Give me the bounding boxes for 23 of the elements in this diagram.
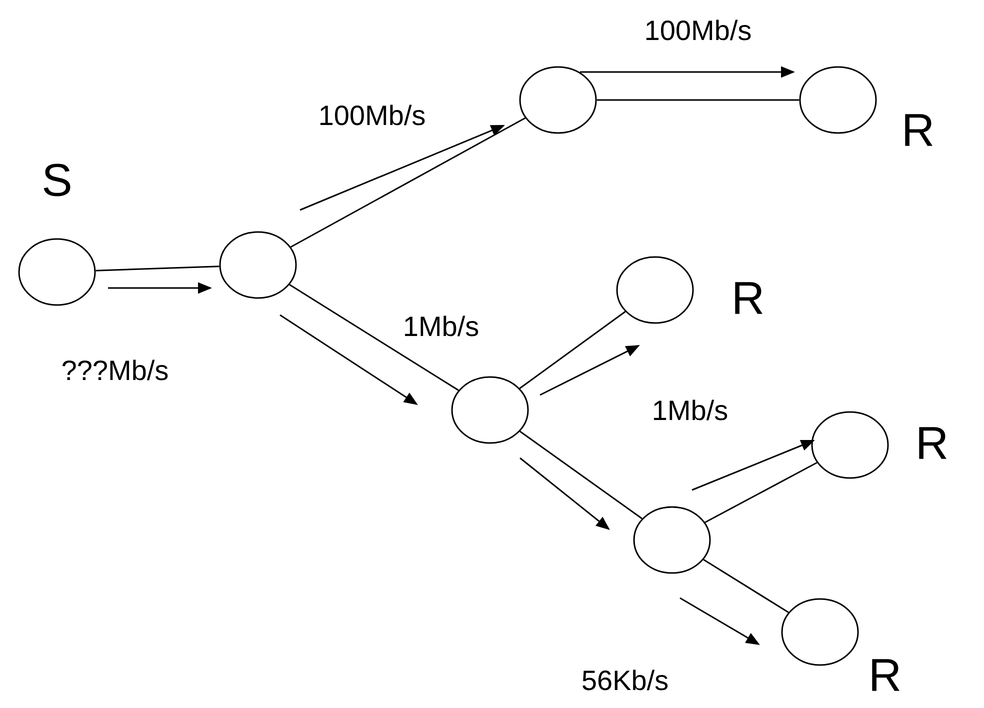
node-label: R bbox=[905, 114, 932, 146]
link-line bbox=[704, 462, 818, 524]
edge-label: 56Kb/s bbox=[582, 670, 668, 690]
edge-label: 1Mb/s bbox=[405, 316, 478, 336]
node-label: R bbox=[872, 659, 900, 691]
link-line bbox=[290, 117, 526, 248]
link-line bbox=[519, 311, 626, 389]
network-node bbox=[519, 66, 597, 134]
link-line bbox=[289, 284, 459, 391]
edge-label: ???Mb/s bbox=[62, 360, 168, 380]
edge-label: 100Mb/s bbox=[646, 20, 751, 40]
link-line bbox=[596, 99, 800, 101]
link-line bbox=[96, 266, 220, 272]
edge-label: 100Mb/s bbox=[320, 104, 425, 126]
node-label: R bbox=[735, 282, 762, 314]
link-line bbox=[703, 558, 789, 614]
network-node bbox=[633, 506, 711, 574]
network-node bbox=[451, 376, 529, 444]
node-label: S bbox=[44, 164, 70, 196]
edge-label: 1Mb/s bbox=[654, 400, 728, 420]
link-line bbox=[520, 430, 642, 520]
network-node bbox=[219, 231, 297, 299]
node-label: R bbox=[919, 427, 946, 459]
